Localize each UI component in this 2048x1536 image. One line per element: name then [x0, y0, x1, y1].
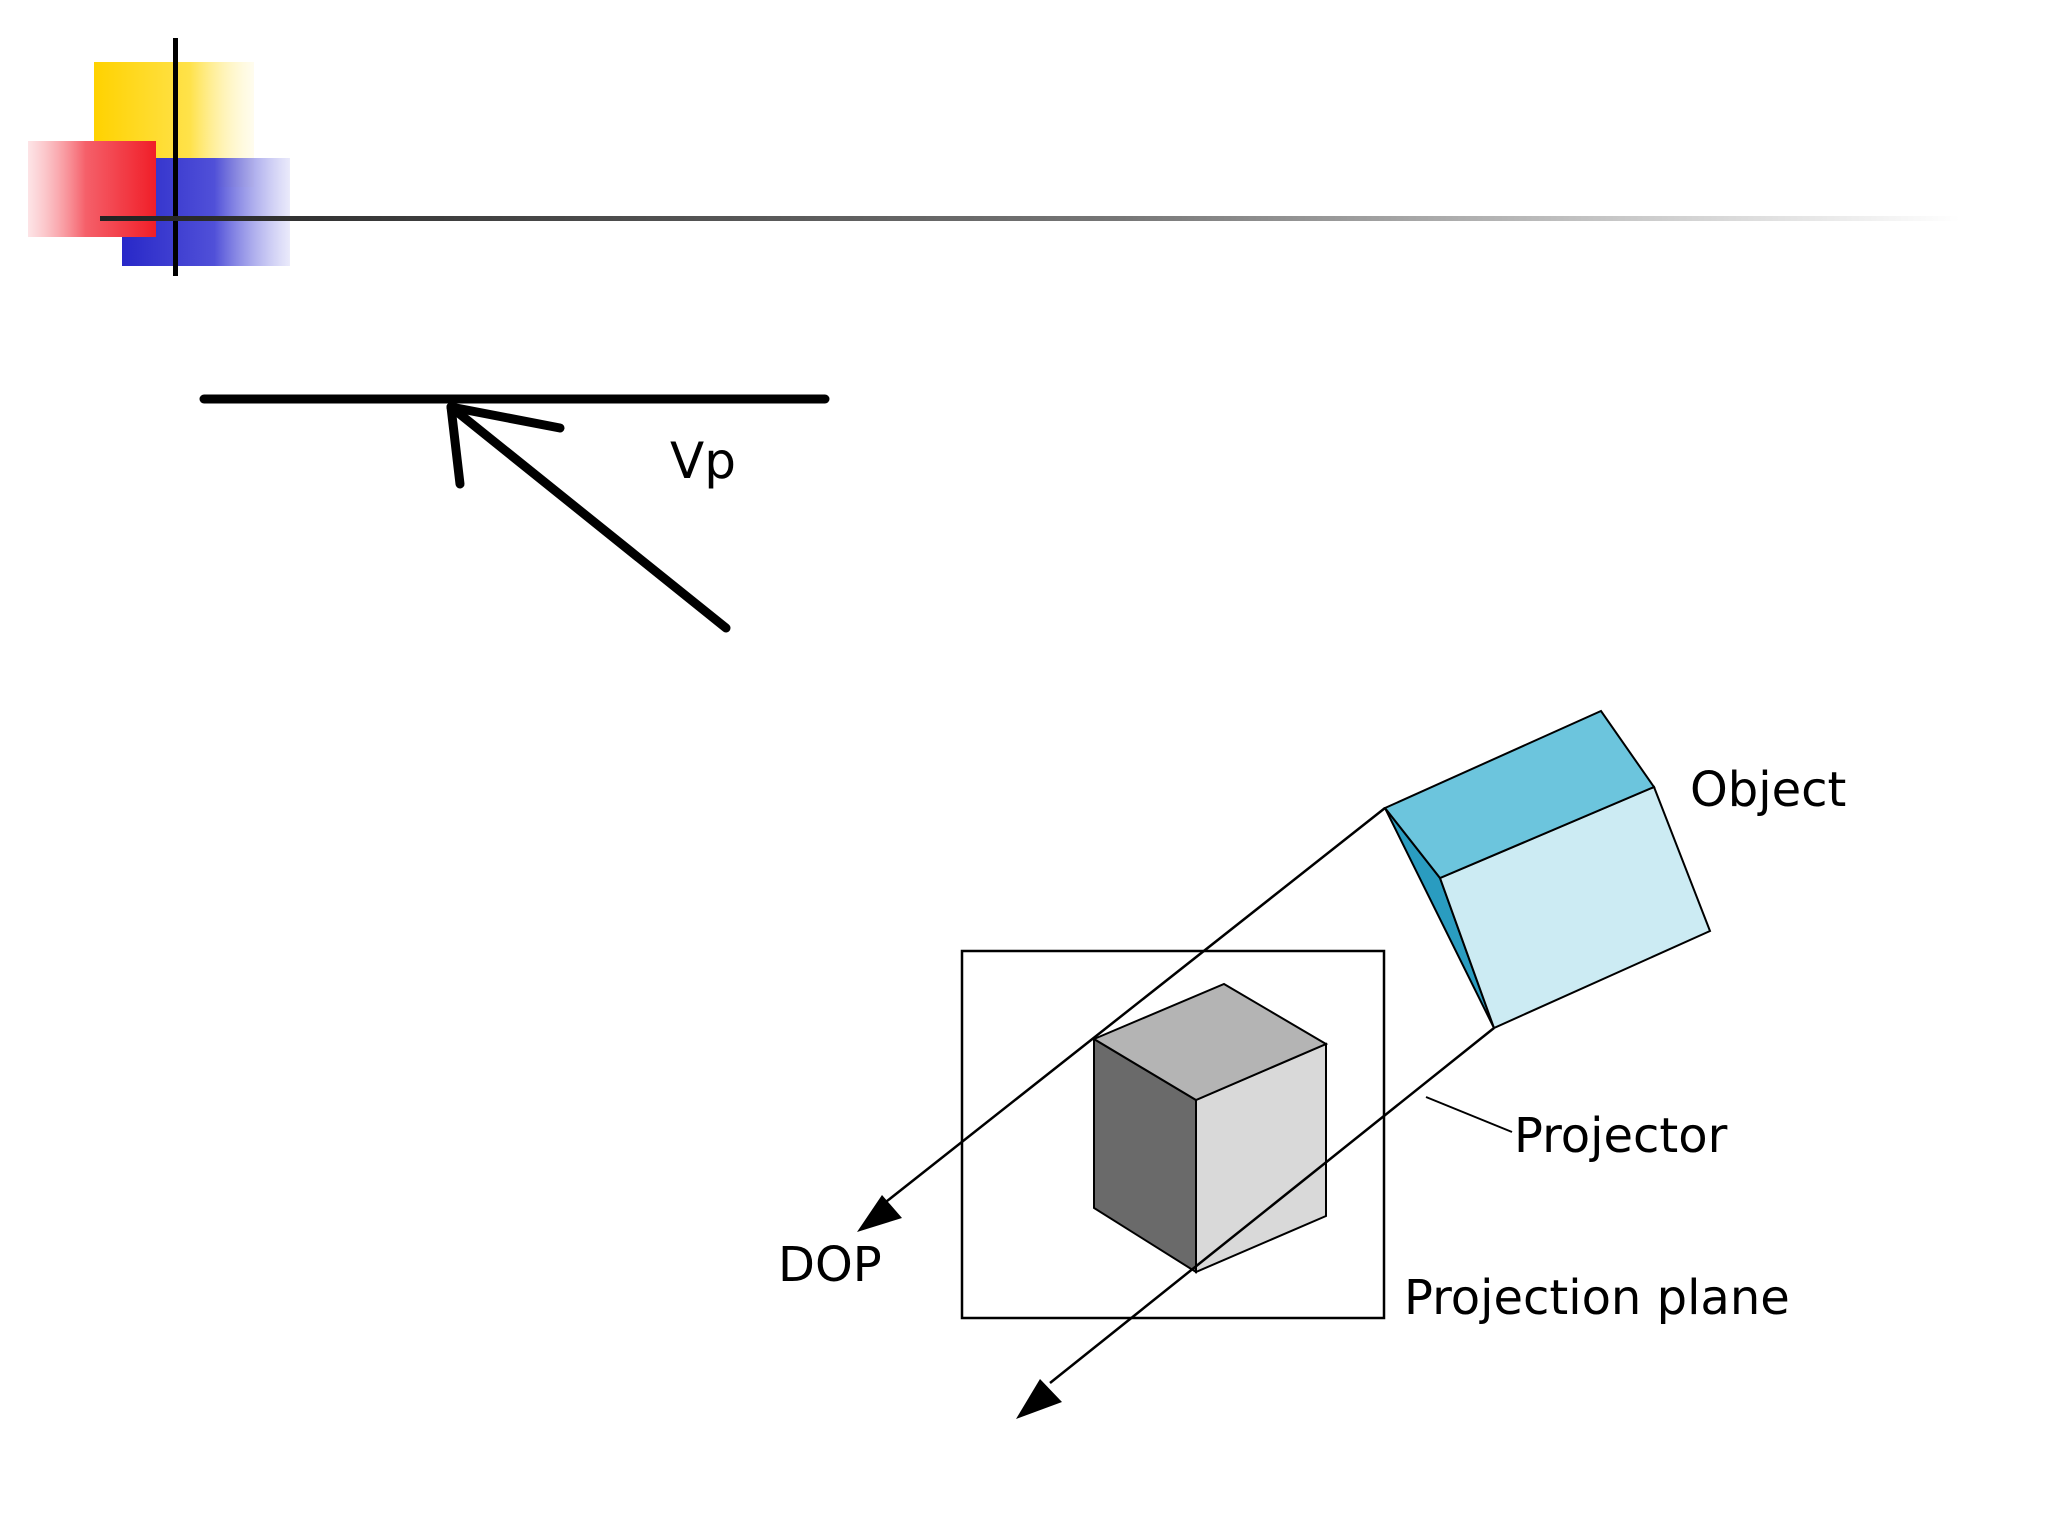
- decor-horizontal-rule: [100, 216, 1960, 221]
- vp-diagram: Vp: [199, 394, 830, 633]
- projector-line-lower: [1049, 1027, 1495, 1384]
- projection-diagram: Object Projector DOP Projection plane: [778, 709, 1846, 1419]
- object-box: [1383, 709, 1712, 1030]
- object-label: Object: [1690, 762, 1846, 818]
- vp-arrowhead-barb-1: [446, 402, 565, 433]
- projected-cube: [1091, 982, 1329, 1274]
- dop-label: DOP: [778, 1237, 882, 1293]
- object-top-face: [1383, 709, 1656, 880]
- decor-vertical-line: [173, 38, 178, 276]
- projector-lower-arrowhead: [1016, 1379, 1062, 1419]
- projector-leader-line: [1425, 1096, 1513, 1133]
- slide-decoration: [28, 38, 1960, 276]
- vp-vector-shaft: [446, 402, 731, 633]
- vp-label: Vp: [670, 432, 736, 490]
- projector-line-upper: [881, 807, 1386, 1206]
- decor-red-square: [28, 141, 156, 237]
- projector-label: Projector: [1514, 1108, 1728, 1164]
- vp-arrowhead-barb-2: [446, 402, 465, 489]
- cube-top-face: [1091, 982, 1329, 1102]
- projection-plane-label: Projection plane: [1404, 1270, 1790, 1326]
- projector-upper-arrowhead: [857, 1195, 902, 1232]
- projection-plane: [960, 949, 1386, 1320]
